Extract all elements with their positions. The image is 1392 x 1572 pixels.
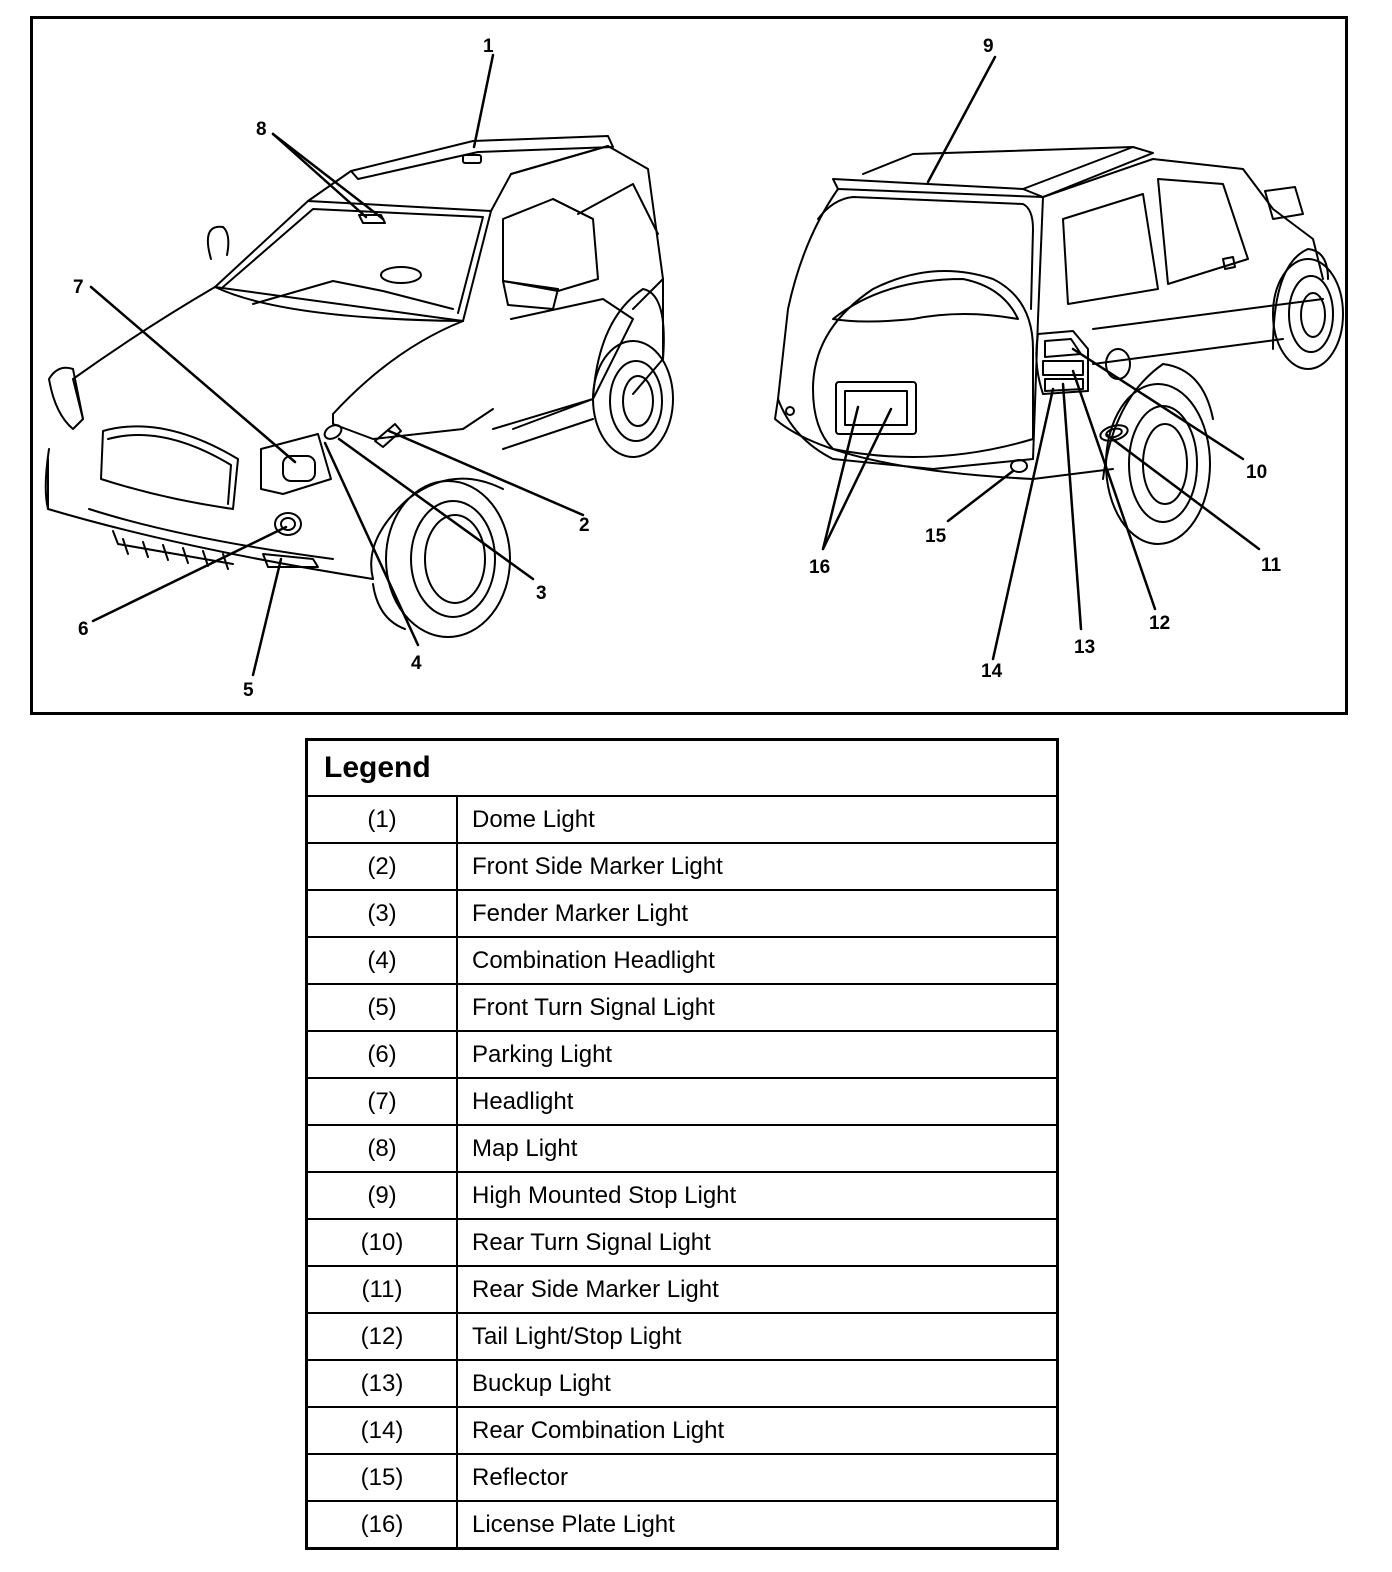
- callout-16: 16: [809, 557, 830, 578]
- callout-14: 14: [981, 661, 1003, 682]
- callout-3: 3: [536, 583, 547, 604]
- legend-row: (5)Front Turn Signal Light: [305, 983, 1059, 1032]
- legend-row: (9)High Mounted Stop Light: [305, 1171, 1059, 1220]
- callout-15: 15: [925, 526, 947, 547]
- legend-label: Front Side Marker Light: [456, 842, 1059, 891]
- legend-number: (2): [305, 842, 458, 891]
- legend-label: Headlight: [456, 1077, 1059, 1126]
- legend-label: Fender Marker Light: [456, 889, 1059, 938]
- legend-row: (2)Front Side Marker Light: [305, 842, 1059, 891]
- legend-label: Rear Side Marker Light: [456, 1265, 1059, 1314]
- legend-number: (4): [305, 936, 458, 985]
- legend-label: Rear Turn Signal Light: [456, 1218, 1059, 1267]
- legend-label: Reflector: [456, 1453, 1059, 1502]
- legend-row: (1)Dome Light: [305, 795, 1059, 844]
- callout-7: 7: [73, 277, 84, 298]
- callout-13: 13: [1074, 637, 1095, 658]
- legend-number: (13): [305, 1359, 458, 1408]
- legend-number: (5): [305, 983, 458, 1032]
- callout-4: 4: [411, 653, 422, 674]
- legend-row: (6)Parking Light: [305, 1030, 1059, 1079]
- legend-number: (16): [305, 1500, 458, 1550]
- legend-row: (12)Tail Light/Stop Light: [305, 1312, 1059, 1361]
- legend-row: (7)Headlight: [305, 1077, 1059, 1126]
- legend-label: Front Turn Signal Light: [456, 983, 1059, 1032]
- legend-number: (7): [305, 1077, 458, 1126]
- callout-9: 9: [983, 36, 994, 57]
- legend-number: (11): [305, 1265, 458, 1314]
- rear-vehicle-illustration: [774, 146, 1344, 545]
- callout-2: 2: [579, 515, 590, 536]
- callout-10: 10: [1246, 462, 1267, 483]
- legend-number: (12): [305, 1312, 458, 1361]
- legend-label: High Mounted Stop Light: [456, 1171, 1059, 1220]
- callout-11: 11: [1261, 555, 1282, 576]
- callout-12: 12: [1149, 613, 1170, 634]
- legend-number: (6): [305, 1030, 458, 1079]
- legend-row: (14)Rear Combination Light: [305, 1406, 1059, 1455]
- legend-label: Dome Light: [456, 795, 1059, 844]
- legend-label: Parking Light: [456, 1030, 1059, 1079]
- legend-number: (1): [305, 795, 458, 844]
- legend-label: Combination Headlight: [456, 936, 1059, 985]
- legend-label: License Plate Light: [456, 1500, 1059, 1550]
- legend-row: (16)License Plate Light: [305, 1500, 1059, 1550]
- diagram-drawing: 1 2 3 4 5 6 7 8 9 10 11 12 13 14 15 16: [44, 36, 1344, 701]
- vehicle-lighting-diagram: 1 2 3 4 5 6 7 8 9 10 11 12 13 14 15 16: [30, 16, 1348, 715]
- legend-label: Map Light: [456, 1124, 1059, 1173]
- legend-row: (3)Fender Marker Light: [305, 889, 1059, 938]
- front-vehicle-illustration: [44, 135, 674, 638]
- callout-5: 5: [243, 680, 254, 701]
- legend-number: (3): [305, 889, 458, 938]
- legend-label: Rear Combination Light: [456, 1406, 1059, 1455]
- legend-row: (15)Reflector: [305, 1453, 1059, 1502]
- legend-number: (8): [305, 1124, 458, 1173]
- legend-row: (10)Rear Turn Signal Light: [305, 1218, 1059, 1267]
- callout-6: 6: [78, 619, 89, 640]
- legend-row: (4)Combination Headlight: [305, 936, 1059, 985]
- legend-row: (13)Buckup Light: [305, 1359, 1059, 1408]
- callout-leader-lines: [89, 53, 1261, 677]
- callout-8: 8: [256, 119, 267, 140]
- legend-body: (1)Dome Light (2)Front Side Marker Light…: [305, 795, 1059, 1550]
- legend-number: (9): [305, 1171, 458, 1220]
- legend-number: (10): [305, 1218, 458, 1267]
- legend-label: Buckup Light: [456, 1359, 1059, 1408]
- legend-number: (15): [305, 1453, 458, 1502]
- legend-row: (8)Map Light: [305, 1124, 1059, 1173]
- legend-number: (14): [305, 1406, 458, 1455]
- legend-title: Legend: [305, 738, 1059, 797]
- legend-label: Tail Light/Stop Light: [456, 1312, 1059, 1361]
- callout-1: 1: [483, 36, 494, 57]
- legend-row: (11)Rear Side Marker Light: [305, 1265, 1059, 1314]
- legend-table: Legend (1)Dome Light (2)Front Side Marke…: [305, 738, 1059, 1550]
